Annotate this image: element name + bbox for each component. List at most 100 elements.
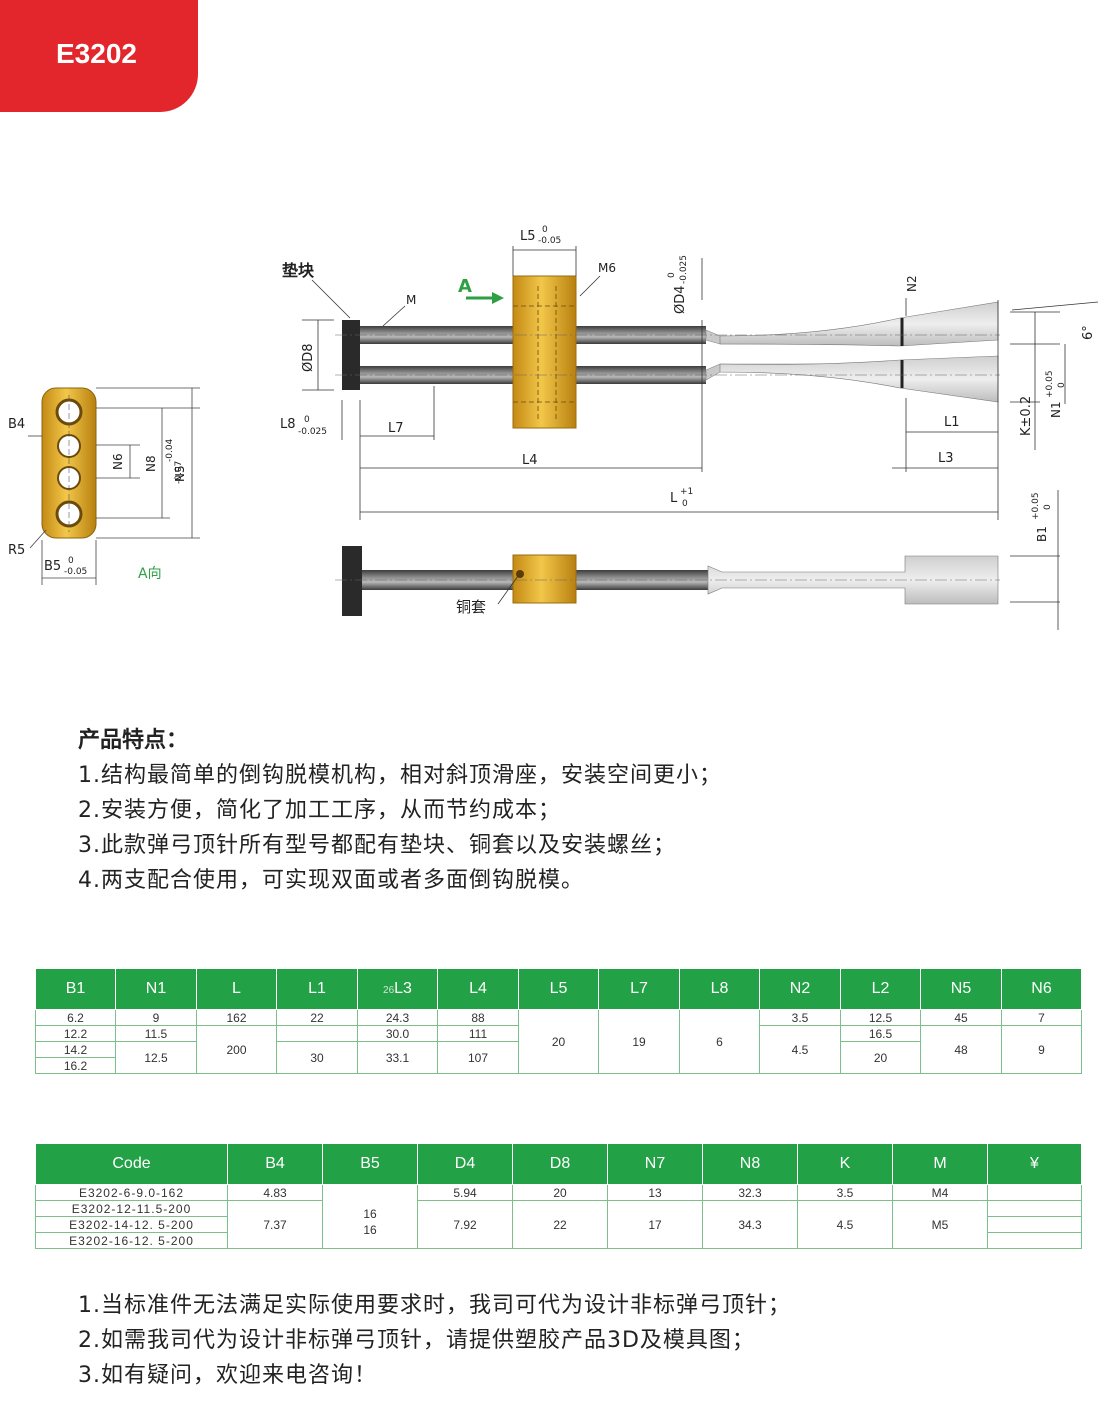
cell-l2: 12.5 bbox=[840, 1009, 921, 1026]
cell-price bbox=[987, 1232, 1082, 1249]
cell-n7: 17 bbox=[607, 1200, 703, 1249]
spacer-block-view-a: B4 N6 N8 N5 -0.04 -0.07 R5 B5 0 -0.05 A向 bbox=[8, 387, 200, 585]
table-header-row: B1 N1 L L1 26L3 L4 L5 L7 L8 N2 L2 N5 N6 bbox=[35, 968, 1082, 1010]
cell-l8: 6 bbox=[679, 1009, 760, 1074]
cell-b1: 14.2 bbox=[35, 1041, 116, 1058]
cell-l4: 107 bbox=[437, 1041, 519, 1074]
cell-n6: 7 bbox=[1001, 1009, 1082, 1026]
n5-tol-lower: -0.07 bbox=[174, 461, 184, 484]
b1-tol-upper: +0.05 bbox=[1031, 492, 1041, 520]
cell-code: E3202-16-12. 5-200 bbox=[35, 1232, 228, 1249]
table-row: 14.2 12.5 30 33.1 107 20 bbox=[35, 1041, 1082, 1074]
overlay-number: 26 bbox=[383, 985, 395, 996]
l7-label: L7 bbox=[388, 421, 404, 436]
cell-d4: 7.92 bbox=[417, 1200, 513, 1249]
col-header-price: ¥ bbox=[987, 1143, 1082, 1185]
cell-l7: 19 bbox=[598, 1009, 680, 1074]
cell-l1: 30 bbox=[276, 1041, 358, 1074]
cell-k: 3.5 bbox=[797, 1184, 893, 1201]
d8-label: ØD8 bbox=[301, 343, 316, 372]
n5-label: N5 bbox=[173, 465, 187, 482]
note-item: 2.如需我司代为设计非标弹弓顶针，请提供塑胶产品3D及模具图； bbox=[78, 1328, 755, 1353]
b1-label: B1 bbox=[1035, 526, 1049, 542]
l1-label: L1 bbox=[944, 415, 960, 430]
l8-tol-upper: 0 bbox=[304, 415, 310, 425]
l5-label: L5 bbox=[520, 229, 536, 244]
cell-code: E3202-14-12. 5-200 bbox=[35, 1216, 228, 1233]
m-label: M bbox=[406, 293, 416, 307]
cell-code: E3202-12-11.5-200 bbox=[35, 1200, 228, 1217]
table-row: E3202-6-9.0-162 4.83 16 16 5.94 20 13 32… bbox=[35, 1184, 1082, 1249]
col-header-m: M bbox=[892, 1143, 988, 1185]
col-header-l3: 26L3 bbox=[357, 968, 438, 1010]
feature-item: 2.安装方便，简化了加工工序，从而节约成本； bbox=[78, 798, 561, 823]
cell-n1: 11.5 bbox=[115, 1025, 197, 1042]
col-header-n1: N1 bbox=[115, 968, 197, 1010]
b5-tol-upper: 0 bbox=[68, 556, 74, 566]
product-features: 产品特点： 1.结构最简单的倒钩脱模机构，相对斜顶滑座，安装空间更小； 2.安装… bbox=[78, 722, 722, 898]
col-header-n8: N8 bbox=[702, 1143, 798, 1185]
cell-b4: 4.83 bbox=[227, 1184, 323, 1201]
view-a-label: A向 bbox=[138, 566, 162, 582]
cell-price bbox=[987, 1216, 1082, 1233]
cell-price bbox=[987, 1200, 1082, 1217]
l5-tol-upper: 0 bbox=[542, 225, 548, 235]
dimension-table: B1 N1 L L1 26L3 L4 L5 L7 L8 N2 L2 N5 N6 … bbox=[35, 968, 1082, 1074]
cell-n5: 45 bbox=[920, 1009, 1002, 1026]
cell-price bbox=[987, 1184, 1082, 1201]
col-header-l2: L2 bbox=[840, 968, 921, 1010]
cell-l: 162 bbox=[196, 1009, 277, 1026]
table-row: 6.2 9 162 22 24.3 88 20 19 6 3.5 12.5 45… bbox=[35, 1009, 1082, 1074]
d4-label: ØD4 bbox=[673, 285, 688, 314]
cell-b4: 7.37 bbox=[227, 1200, 323, 1249]
l5-tol-lower: -0.05 bbox=[538, 236, 561, 246]
cell-l5: 20 bbox=[518, 1009, 599, 1074]
cell-b1: 6.2 bbox=[35, 1009, 116, 1026]
col-header-b5: B5 bbox=[322, 1143, 418, 1185]
cell-n2: 4.5 bbox=[759, 1025, 841, 1074]
b1-tol-lower: 0 bbox=[1043, 504, 1053, 510]
cell-l: 200 bbox=[196, 1025, 277, 1074]
col-header-l: L bbox=[196, 968, 277, 1010]
cell-n1: 9 bbox=[115, 1009, 197, 1026]
col-header-d8: D8 bbox=[512, 1143, 608, 1185]
spacer-label: 垫块 bbox=[282, 261, 315, 280]
col-header-l1: L1 bbox=[276, 968, 358, 1010]
col-header-l7: L7 bbox=[598, 968, 680, 1010]
r5-label: R5 bbox=[8, 543, 25, 558]
cell-l3: 33.1 bbox=[357, 1041, 438, 1074]
cell-n1: 12.5 bbox=[115, 1041, 197, 1074]
n5-tol-upper: -0.04 bbox=[165, 438, 175, 462]
n1-tol-upper: +0.05 bbox=[1045, 370, 1055, 398]
col-header-l5: L5 bbox=[518, 968, 599, 1010]
l-tol-lower: 0 bbox=[682, 499, 688, 509]
col-header-b4: B4 bbox=[227, 1143, 323, 1185]
d4-tol-lower: -0.025 bbox=[679, 255, 689, 284]
m6-label: M6 bbox=[598, 261, 616, 275]
cell-n8: 34.3 bbox=[702, 1200, 798, 1249]
cell-b1: 12.2 bbox=[35, 1025, 116, 1042]
cell-d8: 20 bbox=[512, 1184, 608, 1201]
cell-l2: 16.5 bbox=[840, 1025, 921, 1042]
cell-d8: 22 bbox=[512, 1200, 608, 1249]
cell-l4: 111 bbox=[437, 1025, 519, 1042]
b5-label: B5 bbox=[44, 559, 61, 574]
k-label: K±0.2 bbox=[1019, 396, 1034, 436]
cell-d4: 5.94 bbox=[417, 1184, 513, 1201]
cell-b5: 16 16 bbox=[322, 1184, 418, 1249]
table-row: E3202-16-12. 5-200 bbox=[35, 1232, 1082, 1249]
cell-l1: 22 bbox=[276, 1009, 358, 1026]
col-header-l3-label: L3 bbox=[394, 980, 412, 997]
cell-l2: 20 bbox=[840, 1041, 921, 1074]
cell-n6: 9 bbox=[1001, 1025, 1082, 1074]
table-row: E3202-12-11.5-200 7.37 7.92 22 17 34.3 4… bbox=[35, 1200, 1082, 1249]
d4-tol-upper: 0 bbox=[667, 272, 677, 278]
b4-label: B4 bbox=[8, 417, 25, 432]
assembly-top-view: A bbox=[280, 225, 1099, 630]
product-code: E3202 bbox=[56, 38, 137, 69]
col-header-l8: L8 bbox=[679, 968, 760, 1010]
cell-code: E3202-6-9.0-162 bbox=[35, 1184, 228, 1201]
cell-k: 4.5 bbox=[797, 1200, 893, 1249]
cell-m: M4 bbox=[892, 1184, 988, 1201]
cell-b5-value: 16 bbox=[363, 1222, 377, 1237]
